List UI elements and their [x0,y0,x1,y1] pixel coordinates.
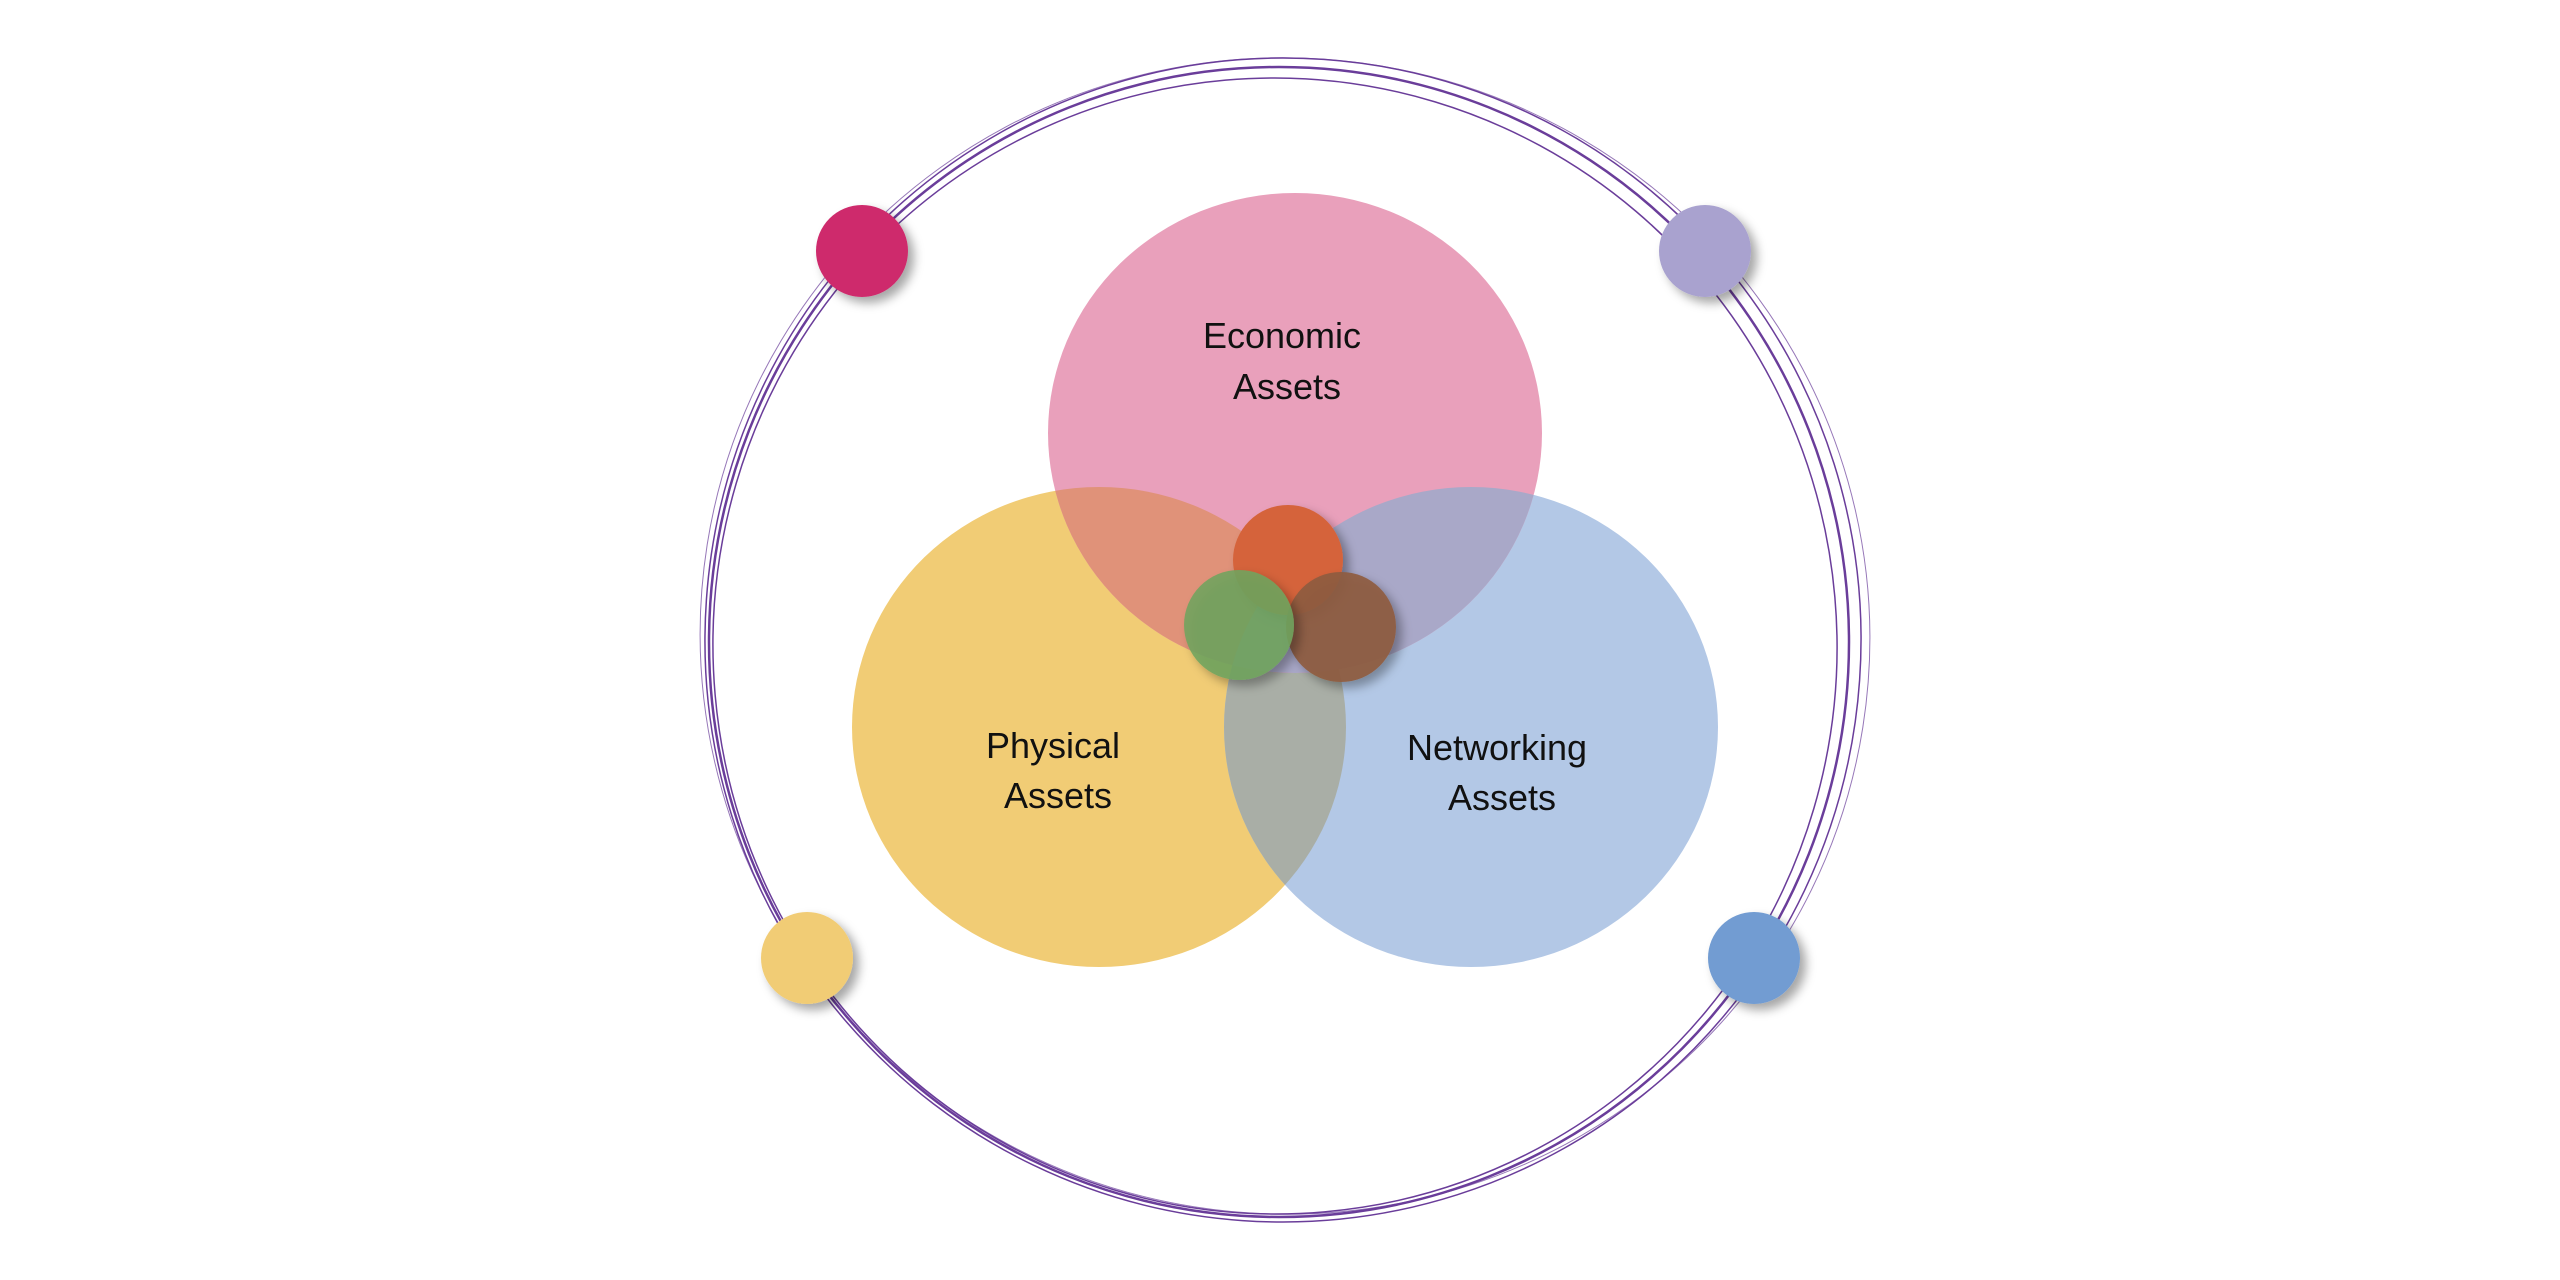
networking-assets-label: Networking Assets [1407,727,1597,818]
economic-label-line1: Economic [1203,315,1361,356]
economic-assets-label: Economic Assets [1203,315,1371,407]
physical-label-line2: Assets [1004,775,1112,816]
corner-dot-lavender [1659,205,1751,297]
networking-label-line1: Networking [1407,727,1587,768]
outer-rings [699,57,1871,1223]
economic-label-line2: Assets [1233,366,1341,407]
center-dot-green [1184,570,1294,680]
corner-dot-blue [1708,912,1800,1004]
center-dot-brown [1286,572,1396,682]
physical-label-line1: Physical [986,725,1120,766]
corner-dot-yellow [761,912,853,1004]
physical-assets-label: Physical Assets [986,725,1130,816]
center-dots [1184,505,1396,682]
networking-label-line2: Assets [1448,777,1556,818]
corner-dot-magenta [816,205,908,297]
